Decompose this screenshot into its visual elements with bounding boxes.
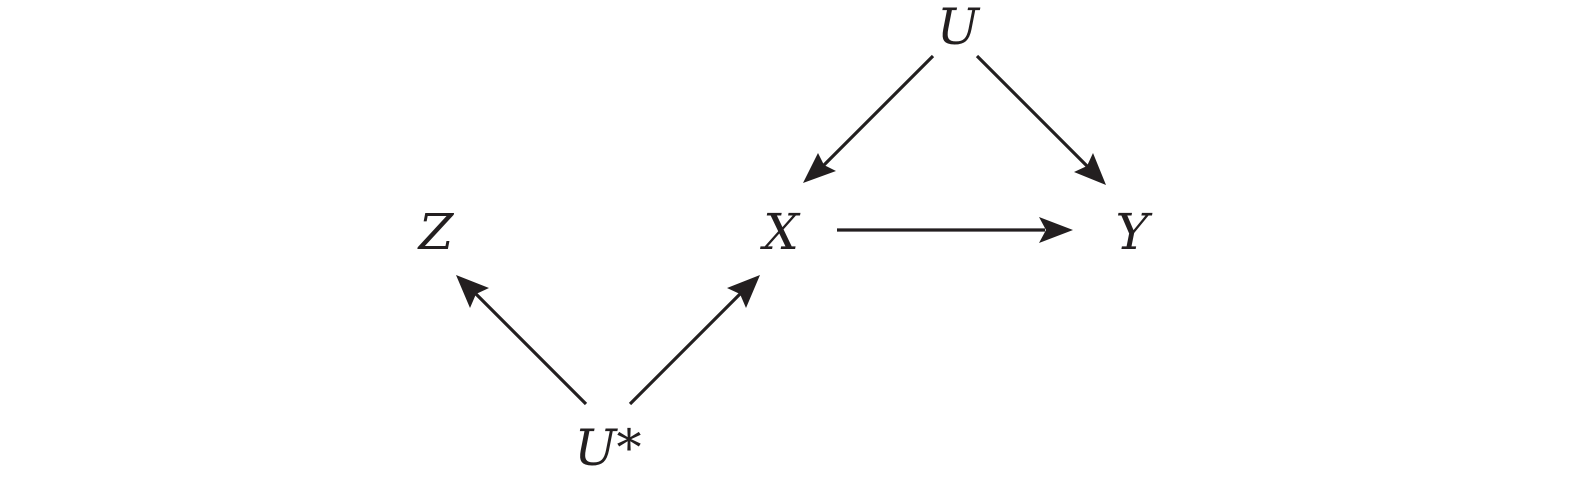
edge-ustar-to-x — [628, 291, 743, 406]
arrowheads — [456, 153, 1106, 308]
edge-ustar-to-z — [473, 291, 588, 406]
node-x: X — [759, 203, 801, 261]
node-z: Z — [417, 203, 455, 261]
nodes: U X Y Z U* — [417, 0, 1153, 477]
node-y: Y — [1115, 203, 1152, 261]
edges — [473, 54, 1092, 406]
arrowhead-ustar-to-z — [456, 275, 489, 308]
arrowhead-x-to-y — [1039, 217, 1073, 243]
edge-u-to-x — [820, 54, 935, 169]
arrowhead-u-to-x — [803, 153, 836, 183]
arrowhead-ustar-to-x — [727, 275, 760, 308]
node-u: U — [937, 0, 981, 56]
edge-u-to-y — [975, 54, 1092, 171]
arrowhead-u-to-y — [1074, 153, 1106, 185]
node-u-star: U* — [574, 419, 641, 477]
